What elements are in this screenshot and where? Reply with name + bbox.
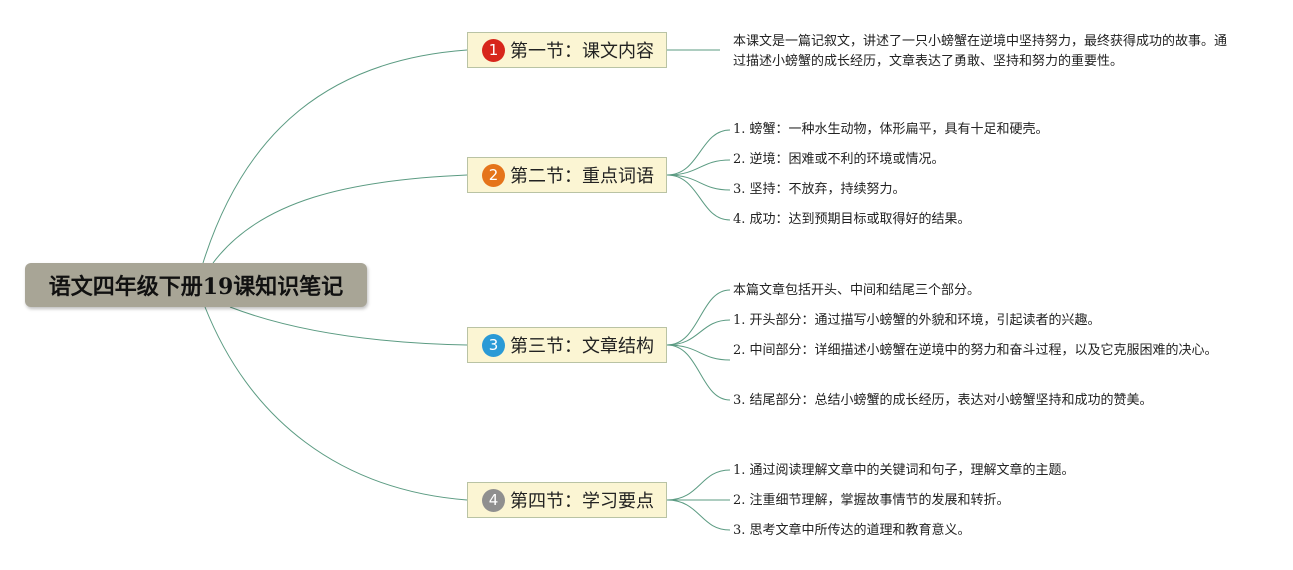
section-1-item-1: 本课文是一篇记叙文，讲述了一只小螃蟹在逆境中坚持努力，最终获得成功的故事。通过描… [733,34,1228,69]
section-3-link-3 [666,344,731,361]
section-2-link-2 [666,159,731,176]
section-node-2[interactable]: 2 第二节：重点词语 [467,157,667,193]
section-2-link-3 [666,174,731,191]
number-badge-icon: 2 [482,163,505,187]
root-link-2 [212,174,468,264]
section-2-item-2: 2. 逆境：困难或不利的环境或情况。 [733,152,945,167]
root-node[interactable]: 语文四年级下册19课知识笔记 [25,263,367,307]
section-3-item-1: 本篇文章包括开头、中间和结尾三个部分。 [733,283,981,298]
number-badge-icon: 4 [482,488,505,512]
section-3-item-3: 2. 中间部分：详细描述小螃蟹在逆境中的努力和奋斗过程，以及它克服困难的决心。 [733,343,1218,358]
section-node-1[interactable]: 1 第一节：课文内容 [467,32,667,68]
section-2-item-3: 3. 坚持：不放弃，持续努力。 [733,182,906,197]
section-3-link-1 [666,289,731,346]
section-2-item-4: 4. 成功：达到预期目标或取得好的结果。 [733,212,971,227]
section-2-item-1: 1. 螃蟹：一种水生动物，体形扁平，具有十足和硬壳。 [733,122,1049,137]
section-node-4[interactable]: 4 第四节：学习要点 [467,482,667,518]
section-3-link-4 [666,344,731,401]
root-link-1 [202,49,468,264]
section-title: 第一节：课文内容 [510,41,654,62]
section-4-link-1 [666,469,731,501]
section-4-item-1: 1. 通过阅读理解文章中的关键词和句子，理解文章的主题。 [733,463,1075,478]
section-node-3[interactable]: 3 第三节：文章结构 [467,327,667,363]
number-badge-icon: 1 [482,38,505,62]
section-3-item-4: 3. 结尾部分：总结小螃蟹的成长经历，表达对小螃蟹坚持和成功的赞美。 [733,393,1153,408]
section-title: 第四节：学习要点 [510,491,654,512]
section-3-item-2: 1. 开头部分：通过描写小螃蟹的外貌和环境，引起读者的兴趣。 [733,313,1101,328]
section-title: 第二节：重点词语 [510,166,654,187]
root-title: 语文四年级下册19课知识笔记 [48,274,344,300]
section-4-item-2: 2. 注重细节理解，掌握故事情节的发展和转折。 [733,493,1010,508]
section-2-link-4 [666,174,731,221]
root-link-4 [204,306,468,501]
section-4-link-3 [666,499,731,531]
section-title: 第三节：文章结构 [510,336,654,357]
section-4-item-3: 3. 思考文章中所传达的道理和教育意义。 [733,523,971,538]
section-3-link-2 [666,319,731,346]
section-2-link-1 [666,129,731,176]
root-link-3 [229,306,468,346]
number-badge-icon: 3 [482,333,505,357]
